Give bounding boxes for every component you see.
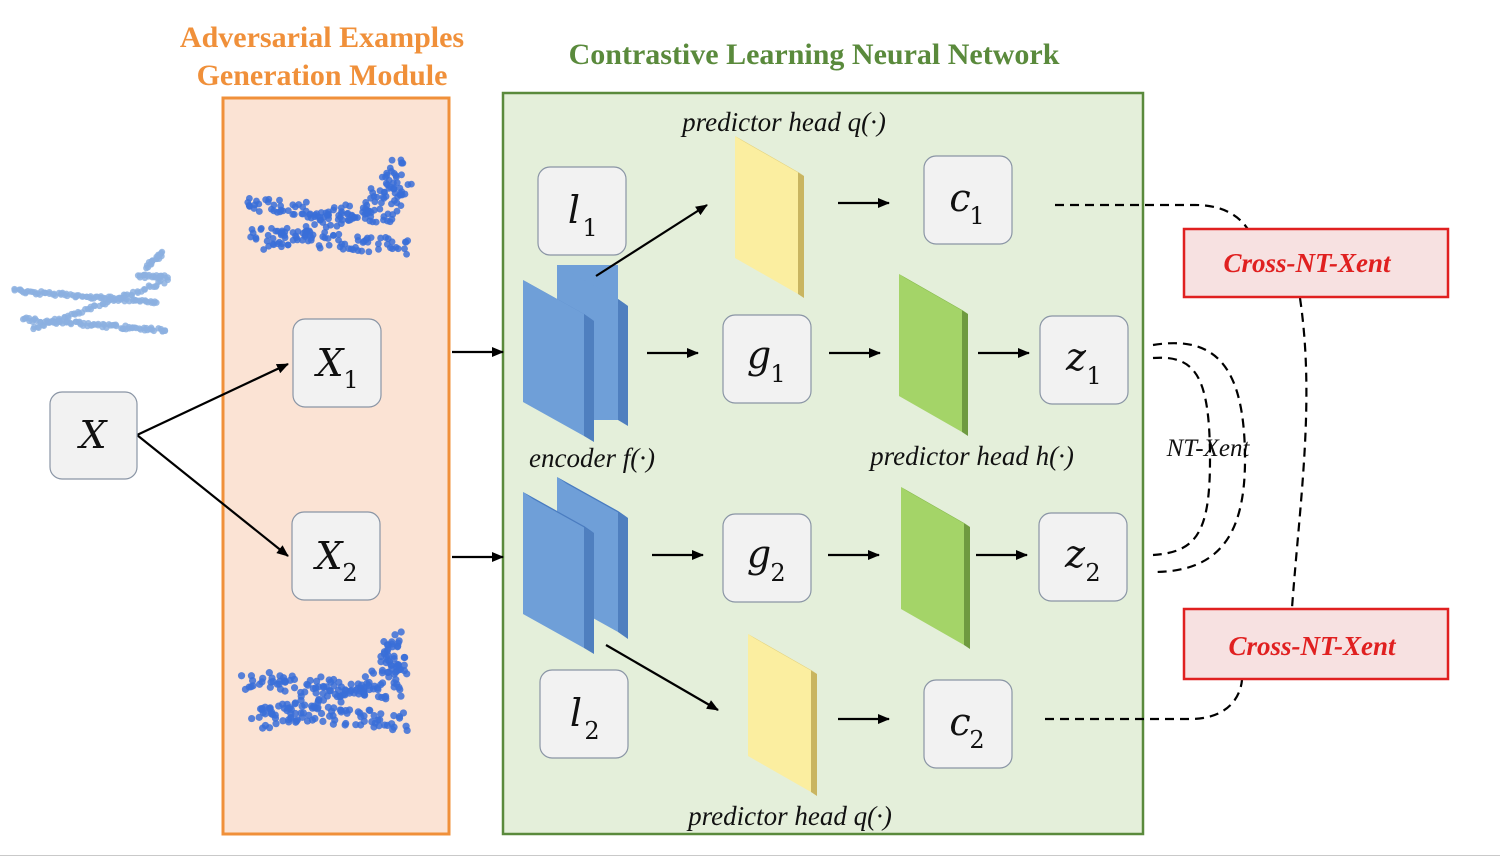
svg-text:Cross-NT-Xent: Cross-NT-Xent bbox=[1223, 248, 1392, 278]
node-x1: X 1 bbox=[292, 318, 382, 408]
svg-text:X: X bbox=[313, 341, 345, 385]
bottom-divider bbox=[0, 855, 1500, 856]
node-g2: g 2 bbox=[722, 513, 812, 603]
dash-z1-z2-outer bbox=[1152, 342, 1247, 574]
node-x: X bbox=[49, 391, 138, 480]
svg-text:2: 2 bbox=[1085, 559, 1100, 587]
svg-text:g: g bbox=[747, 532, 771, 576]
svg-text:Cross-NT-Xent: Cross-NT-Xent bbox=[1228, 631, 1397, 661]
node-l1: l 1 bbox=[537, 166, 627, 256]
airplane-point-cloud-original bbox=[11, 248, 172, 335]
loss-cross-nt-xent-top: Cross-NT-Xent bbox=[1182, 227, 1450, 299]
encoder-bottom bbox=[523, 477, 628, 654]
svg-text:1: 1 bbox=[343, 366, 358, 394]
predictor-head-q-top-label: predictor head q(·) bbox=[680, 107, 886, 137]
predictor-head-q-bottom bbox=[748, 634, 817, 796]
dash-z1-z2-inner bbox=[1152, 356, 1212, 557]
predictor-head-h-label: predictor head h(·) bbox=[868, 441, 1074, 471]
node-c2: c 2 bbox=[923, 679, 1013, 769]
svg-text:2: 2 bbox=[770, 559, 785, 587]
contrastive-title: Contrastive Learning Neural Network bbox=[569, 38, 1060, 71]
adversarial-title-line1: Adversarial Examples bbox=[180, 21, 464, 54]
node-c1: c 1 bbox=[923, 155, 1013, 245]
svg-text:2: 2 bbox=[584, 717, 599, 745]
svg-text:2: 2 bbox=[342, 559, 357, 587]
arrow-encoder-to-q-bottom bbox=[605, 644, 719, 711]
svg-text:z: z bbox=[1065, 335, 1087, 379]
encoder-label: encoder f(·) bbox=[529, 443, 655, 473]
arrow-x-to-x1 bbox=[136, 363, 289, 436]
dash-c2-to-loss-bottom bbox=[1045, 679, 1244, 721]
svg-text:X: X bbox=[312, 534, 344, 578]
svg-text:c: c bbox=[949, 176, 970, 220]
svg-text:X: X bbox=[76, 413, 108, 457]
node-l2: l 2 bbox=[539, 669, 629, 759]
airplane-point-cloud-x1 bbox=[244, 156, 415, 258]
nt-xent-label: NT-Xent bbox=[1166, 435, 1251, 462]
predictor-head-q-bottom-label: predictor head q(·) bbox=[686, 801, 892, 831]
arrow-encoder-to-q-top bbox=[595, 204, 708, 277]
svg-text:1: 1 bbox=[770, 360, 785, 388]
svg-text:g: g bbox=[747, 333, 771, 377]
node-z2: z 2 bbox=[1038, 512, 1128, 602]
predictor-head-h-bottom bbox=[901, 487, 970, 649]
svg-text:z: z bbox=[1064, 532, 1086, 576]
node-g1: g 1 bbox=[722, 314, 812, 404]
adversarial-title-line2: Generation Module bbox=[197, 59, 448, 92]
svg-text:l: l bbox=[570, 691, 582, 735]
airplane-point-cloud-x2 bbox=[237, 628, 411, 735]
svg-text:l: l bbox=[568, 188, 580, 232]
arrow-x-to-x2 bbox=[136, 434, 289, 557]
predictor-head-h-top bbox=[899, 274, 968, 436]
encoder-top bbox=[523, 265, 628, 442]
dash-loss-top-to-loss-bottom bbox=[1290, 297, 1308, 609]
loss-cross-nt-xent-bottom: Cross-NT-Xent bbox=[1182, 607, 1450, 681]
svg-text:2: 2 bbox=[969, 726, 984, 754]
svg-text:1: 1 bbox=[969, 202, 984, 230]
svg-text:1: 1 bbox=[582, 214, 597, 242]
predictor-head-q-top bbox=[735, 136, 804, 298]
node-z1: z 1 bbox=[1039, 315, 1129, 405]
node-x2: X 2 bbox=[291, 511, 381, 601]
svg-text:1: 1 bbox=[1086, 362, 1101, 390]
svg-text:c: c bbox=[949, 700, 970, 744]
